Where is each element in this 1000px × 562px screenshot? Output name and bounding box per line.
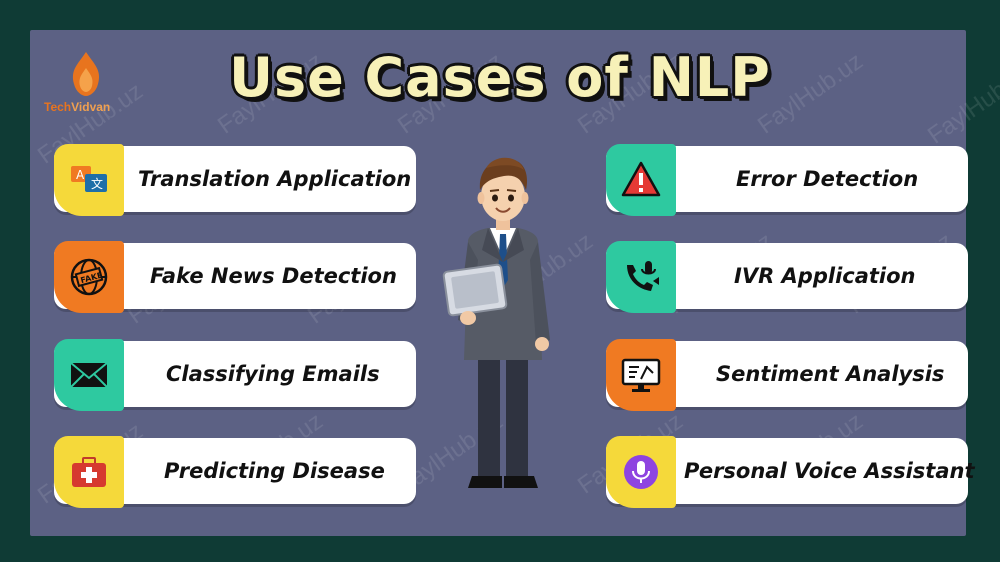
card-label: Translation Application bbox=[138, 167, 412, 191]
monitor-chart-icon bbox=[606, 339, 676, 411]
microphone-icon bbox=[606, 436, 676, 508]
card-label: Predicting Disease bbox=[164, 459, 385, 483]
svg-text:A: A bbox=[76, 168, 85, 182]
card-label: Personal Voice Assistant bbox=[684, 459, 975, 483]
use-case-card-fake-news: FAKE Fake News Detection bbox=[54, 241, 416, 313]
card-label: Error Detection bbox=[736, 167, 919, 191]
use-case-card-predicting-disease: Predicting Disease bbox=[54, 436, 416, 508]
card-label: Sentiment Analysis bbox=[716, 362, 945, 386]
medical-kit-icon bbox=[54, 436, 124, 508]
flame-logo-icon bbox=[72, 52, 100, 96]
use-case-card-classifying-emails: Classifying Emails bbox=[54, 339, 416, 411]
phone-voice-icon bbox=[606, 241, 676, 313]
businessman-illustration bbox=[442, 157, 550, 488]
warning-icon bbox=[606, 144, 676, 216]
card-label: IVR Application bbox=[734, 264, 916, 288]
use-case-card-error-detection: Error Detection bbox=[606, 144, 968, 216]
use-case-card-voice-assistant: Personal Voice Assistant bbox=[606, 436, 974, 508]
card-label: Fake News Detection bbox=[150, 264, 397, 288]
svg-text:文: 文 bbox=[91, 176, 103, 191]
logo-text: TechVidvan bbox=[44, 100, 111, 114]
card-label: Classifying Emails bbox=[166, 362, 380, 386]
fake-news-icon: FAKE bbox=[54, 241, 124, 313]
use-case-card-sentiment-analysis: Sentiment Analysis bbox=[606, 339, 968, 411]
brand-logo: TechVidvan bbox=[44, 50, 134, 120]
envelope-icon bbox=[54, 339, 124, 411]
page-title: Use Cases of NLP bbox=[229, 46, 771, 109]
use-case-card-ivr: IVR Application bbox=[606, 241, 968, 313]
